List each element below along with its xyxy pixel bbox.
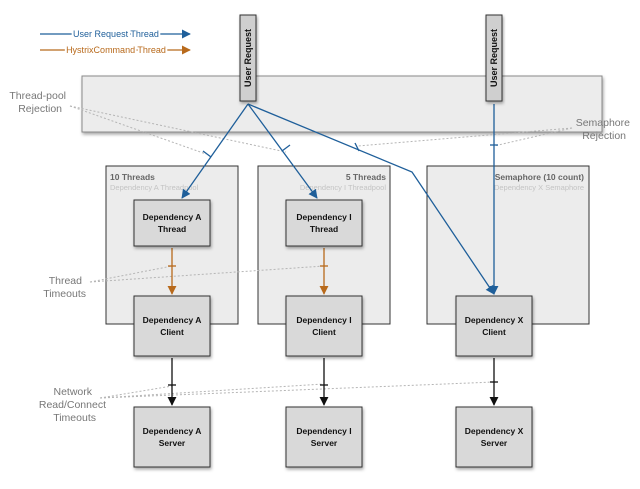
svg-text:Network: Network <box>53 386 92 398</box>
svg-text:Thread: Thread <box>310 224 338 234</box>
dependency-i-server-box: Dependency I Server <box>285 406 363 468</box>
thread-timeouts-label: Thread Timeouts <box>43 275 86 300</box>
application-container <box>81 75 603 133</box>
hystrix-thread-arrows <box>167 248 329 295</box>
pool-i-subtitle: Dependency I Threadpool <box>300 183 387 192</box>
dependency-a-thread-box: Dependency A Thread <box>133 199 211 247</box>
annotation-lines <box>69 105 573 399</box>
svg-text:Client: Client <box>160 327 184 337</box>
pool-x-title: Semaphore (10 count) <box>495 172 584 182</box>
svg-text:Client: Client <box>312 327 336 337</box>
legend: User Request Thread HystrixCommand Threa… <box>40 27 191 57</box>
svg-text:Rejection: Rejection <box>582 130 626 142</box>
dependency-i-thread-box: Dependency I Thread <box>285 199 363 247</box>
svg-text:Dependency I: Dependency I <box>296 212 351 222</box>
thread-pool-rejection-label: Thread-pool Rejection <box>9 90 66 115</box>
svg-text:Timeouts: Timeouts <box>43 288 86 300</box>
user-request-arrows <box>181 103 499 295</box>
legend-hystrix-command-thread: HystrixCommand Thread <box>66 45 166 55</box>
svg-text:Dependency A: Dependency A <box>143 426 202 436</box>
legend-user-request-thread: User Request Thread <box>73 29 159 39</box>
svg-text:User Request: User Request <box>489 29 499 87</box>
dependency-a-client-box: Dependency A Client <box>133 295 211 357</box>
svg-text:Dependency X: Dependency X <box>465 426 524 436</box>
svg-text:Rejection: Rejection <box>18 103 62 115</box>
svg-text:Dependency A: Dependency A <box>143 315 202 325</box>
svg-text:Dependency X: Dependency X <box>465 315 524 325</box>
dependency-x-server-box: Dependency X Server <box>455 406 533 468</box>
svg-text:Server: Server <box>159 438 186 448</box>
dependency-x-client-box: Dependency X Client <box>455 295 533 357</box>
svg-text:Read/Connect: Read/Connect <box>39 399 106 411</box>
svg-text:Thread: Thread <box>158 224 186 234</box>
svg-text:Client: Client <box>482 327 506 337</box>
dependency-a-server-box: Dependency A Server <box>133 406 211 468</box>
user-request-pillar-2: User Request <box>485 14 503 102</box>
svg-text:Thread-pool: Thread-pool <box>9 90 66 102</box>
svg-text:Server: Server <box>481 438 508 448</box>
svg-text:Thread: Thread <box>49 275 82 287</box>
svg-text:Server: Server <box>311 438 338 448</box>
svg-text:Timeouts: Timeouts <box>53 412 96 424</box>
svg-text:Dependency I: Dependency I <box>296 315 351 325</box>
dependency-i-client-box: Dependency I Client <box>285 295 363 357</box>
network-timeouts-label: Network Read/Connect Timeouts <box>39 386 106 424</box>
pool-i-title: 5 Threads <box>346 172 386 182</box>
svg-text:Semaphore: Semaphore <box>576 117 630 129</box>
svg-text:Dependency I: Dependency I <box>296 426 351 436</box>
svg-text:User Request: User Request <box>243 29 253 87</box>
pool-a-subtitle: Dependency A Threadpool <box>110 183 199 192</box>
pool-a-title: 10 Threads <box>110 172 155 182</box>
semaphore-rejection-label: Semaphore Rejection <box>576 117 630 142</box>
user-request-pillar-1: User Request <box>239 14 257 102</box>
network-arrows <box>167 358 499 406</box>
pool-x-subtitle: Dependency X Semaphore <box>494 183 584 192</box>
svg-text:Dependency A: Dependency A <box>143 212 202 222</box>
